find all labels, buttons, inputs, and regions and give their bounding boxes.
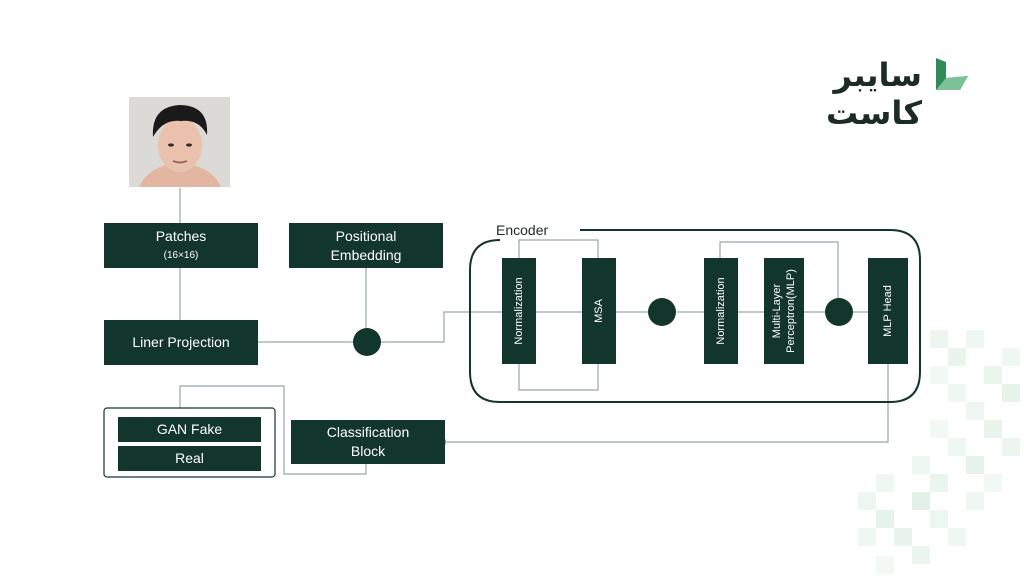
mlp-head-block: MLP Head [868,258,908,364]
residual-node-1 [648,298,676,326]
positional-embedding-block: Positional Embedding [289,223,443,268]
classification-line2: Block [350,443,386,459]
output-real-label: Real [175,450,204,466]
patches-block: Patches (16×16) [104,223,258,268]
normalization-1-label: Normalization [513,277,525,345]
mlp-label: Multi-Layer Perceptron(MLP) [770,269,798,353]
encoder-label: Encoder [496,222,549,238]
cybercast-logo-icon [936,58,968,90]
msa-label: MSA [593,299,605,323]
brand-logo: سایبر کاست [768,52,978,132]
linear-projection-label: Liner Projection [132,334,230,350]
input-face-image [129,97,230,187]
mlp-head-label: MLP Head [882,285,894,337]
patches-title: Patches [155,227,207,244]
output-gan-fake: GAN Fake [118,417,261,442]
normalization-2-label: Normalization [715,277,727,345]
patches-size: (16×16) [163,249,199,261]
embedding-sum-node [353,328,381,356]
brand-name: سایبر کاست [826,56,922,132]
positional-embedding-line1: Positional [335,227,397,244]
msa-block: MSA [582,258,616,364]
mlp-label-line2: Perceptron(MLP) [785,269,797,353]
normalization-1-block: Normalization [502,258,536,364]
residual-node-2 [825,298,853,326]
classification-line1: Classification [326,424,410,440]
output-real: Real [118,446,261,471]
normalization-2-block: Normalization [704,258,738,364]
output-gan-fake-label: GAN Fake [156,421,223,437]
positional-embedding-line2: Embedding [330,246,402,263]
mlp-block: Multi-Layer Perceptron(MLP) [764,258,804,364]
linear-projection-block: Liner Projection [104,320,258,365]
mlp-label-line1: Multi-Layer [771,283,783,339]
classification-block: Classification Block [291,420,445,464]
